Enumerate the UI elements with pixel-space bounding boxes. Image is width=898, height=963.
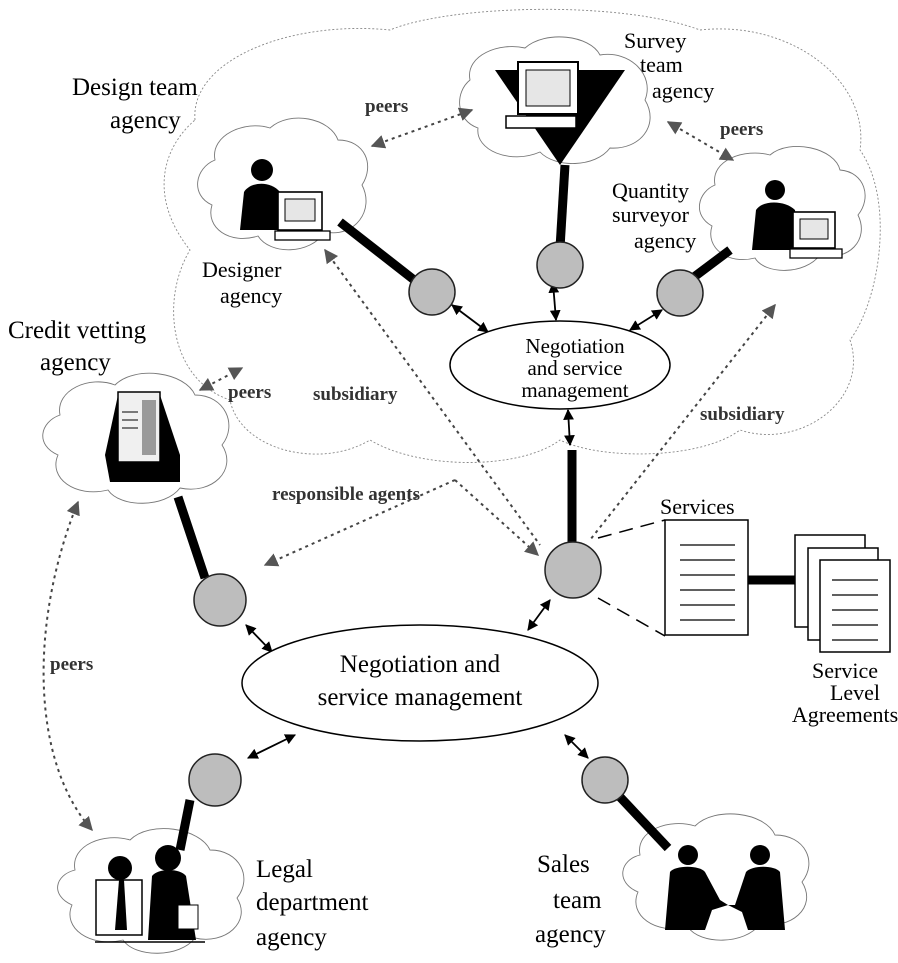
service-dash-lines [597,519,666,637]
quantity-label-1: Quantity [612,178,689,203]
sla-label-line-3: Agreements [792,702,898,727]
quantity-label-2: surveyor [612,202,690,227]
services-document: Services [660,494,749,636]
computer-terminal-icon [495,61,625,165]
quantity-label-3: agency [634,228,696,253]
main-negotiation-line-1: Negotiation and [340,651,501,678]
legal-label-1: Legal [256,856,313,883]
inner-negotiation-line-1: Negotiation [525,334,625,358]
legal-label-3: agency [256,924,327,951]
two-people-meeting-icon [95,845,205,943]
agency-labels: Design team agency Survey team agency Qu… [8,28,714,951]
node-survey [536,241,584,289]
person-at-computer-icon-2 [752,180,843,259]
sales-label-3: agency [535,921,606,948]
design-team-label-1: Design team [72,74,198,101]
node-quantity [656,269,704,317]
main-negotiation: Negotiation and service management [241,624,599,742]
nodes [188,241,704,807]
person-at-computer-icon [240,159,331,241]
node-sales [581,756,629,804]
peers-label-design-survey: peers [365,96,408,117]
designer-cloud [197,117,369,251]
credit-label-2: agency [40,349,111,376]
survey-label-1: Survey [624,28,686,53]
relation-labels: peers peers peers peers subsidiary subsi… [50,96,785,675]
sla-documents: Service Level Agreements [792,534,898,727]
design-team-label-2: agency [110,107,181,134]
services-label: Services [660,494,735,519]
survey-label-3: agency [652,78,714,103]
inner-negotiation: Negotiation and service management [449,320,671,410]
sales-label-2: team [553,887,602,914]
relation-arrows [42,107,776,832]
node-credit [193,573,247,627]
sla-label-line-1: Service [812,658,878,683]
inner-negotiation-line-3: management [521,378,628,402]
sla-label-line-2: Level [830,680,880,705]
designer-label-1: Designer [202,257,282,282]
server-tower-icon [105,391,180,482]
thick-connectors [173,164,800,852]
peers-label-survey-quantity: peers [720,119,763,140]
designer-label-2: agency [220,283,282,308]
subsidiary-label-left: subsidiary [313,384,398,405]
inner-negotiation-line-2: and service [527,356,622,380]
node-hub [544,541,602,599]
credit-label-1: Credit vetting [8,317,147,344]
sales-label-1: Sales [537,851,590,878]
responsible-agents-label: responsible agents [272,484,420,505]
legal-label-2: department [256,889,369,916]
small-arrows [245,281,663,759]
peers-label-credit-legal: peers [50,654,93,675]
survey-label-2: team [640,52,683,77]
node-designer [408,268,456,316]
node-legal [188,753,242,807]
main-negotiation-line-2: service management [318,684,523,711]
subsidiary-label-right: subsidiary [700,404,785,425]
handshake-icon [665,845,785,930]
peers-label-credit-design: peers [228,382,271,403]
